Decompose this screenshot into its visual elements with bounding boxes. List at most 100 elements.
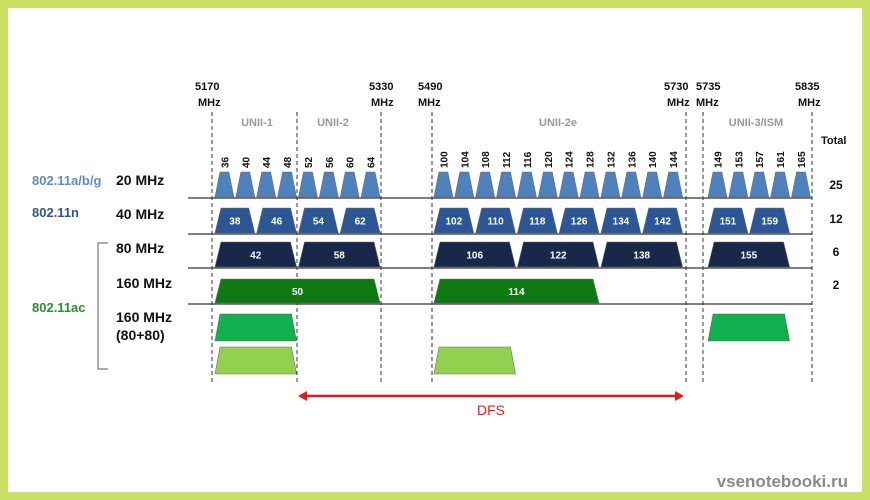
channel-number-20: 44: [262, 156, 273, 168]
freq-5835: 5835: [795, 81, 819, 93]
channel-80plus80-segment-42: [214, 346, 297, 375]
total-160: 2: [833, 278, 840, 292]
channel-number-20: 60: [346, 156, 357, 168]
channel-40-110: [475, 207, 516, 234]
standard-label-ac: 802.11ac: [32, 300, 86, 315]
channel-20-124: [558, 171, 579, 198]
channel-80-58: [298, 241, 381, 268]
channel-number-80: 58: [334, 251, 346, 262]
standard-label-abg: 802.11a/b/g: [32, 173, 101, 188]
channel-20-149: [707, 171, 728, 198]
channel-number-20: 157: [755, 151, 766, 168]
channel-40-102: [433, 207, 475, 234]
channel-number-20: 124: [565, 151, 576, 168]
channel-80plus80-segment-42: [214, 313, 297, 342]
channel-number-20: 48: [283, 156, 294, 168]
channel-40-46: [256, 207, 297, 234]
channel-number-40: 118: [529, 217, 546, 228]
channel-number-20: 104: [460, 151, 471, 168]
freq-5730-unit: MHz: [667, 97, 690, 109]
freq-5835-unit: MHz: [798, 97, 821, 109]
channel-number-20: 136: [627, 151, 638, 168]
freq-5170: 5170: [195, 81, 219, 93]
row-label-40: 40 MHz: [116, 206, 164, 222]
total-header: Total: [821, 135, 846, 147]
channel-40-126: [558, 207, 600, 234]
channel-number-20: 100: [439, 151, 450, 168]
channel-number-20: 149: [713, 151, 724, 168]
channel-40-54: [298, 207, 339, 234]
ac-bracket: [97, 242, 108, 370]
channel-number-20: 165: [797, 151, 808, 168]
total-20: 25: [829, 178, 843, 192]
band-unii-2: UNII-2: [317, 117, 349, 129]
channel-number-20: 36: [220, 156, 231, 168]
channel-number-40: 46: [271, 217, 283, 228]
channel-number-20: 108: [481, 151, 492, 168]
band-unii-3-ism: UNII-3/ISM: [729, 117, 783, 129]
row-label-80: 80 MHz: [116, 240, 164, 256]
channel-20-100: [433, 171, 454, 198]
channel-20-56: [319, 171, 339, 198]
channel-number-80: 155: [740, 251, 757, 262]
channel-40-38: [214, 207, 256, 234]
channel-number-40: 110: [488, 217, 505, 228]
channel-number-80: 42: [250, 251, 262, 262]
channel-20-116: [517, 171, 537, 198]
channel-20-157: [749, 171, 770, 198]
channel-number-20: 161: [776, 151, 787, 168]
channel-number-80: 138: [633, 251, 650, 262]
channel-20-132: [600, 171, 621, 198]
freq-5330-unit: MHz: [371, 97, 394, 109]
row-label-20: 20 MHz: [116, 172, 164, 188]
channel-20-64: [360, 171, 381, 198]
channel-number-20: 116: [523, 151, 534, 168]
channel-number-20: 132: [606, 151, 617, 168]
total-80: 6: [833, 245, 840, 259]
channel-40-159: [749, 207, 790, 234]
channel-number-20: 64: [367, 156, 378, 168]
channel-number-40: 102: [445, 217, 462, 228]
channel-40-142: [642, 207, 683, 234]
freq-5735: 5735: [696, 81, 720, 93]
channel-40-118: [517, 207, 558, 234]
channel-20-165: [791, 171, 811, 198]
freq-5490: 5490: [418, 81, 442, 93]
channel-number-160: 50: [292, 287, 304, 298]
channel-number-40: 38: [229, 217, 241, 228]
channel-number-40: 126: [571, 217, 588, 228]
channel-20-128: [579, 171, 600, 198]
channel-number-20: 144: [669, 151, 680, 168]
channel-number-20: 153: [734, 151, 745, 168]
channel-80-106: [433, 241, 516, 268]
channel-80-138: [600, 241, 683, 268]
row-label-160: 160 MHz: [116, 275, 172, 291]
freq-5735-unit: MHz: [696, 97, 719, 109]
channel-20-44: [256, 171, 276, 198]
channel-80plus80-segment-106: [433, 346, 516, 375]
total-40: 12: [829, 212, 843, 226]
row-label-8080: 160 MHz: [116, 309, 172, 325]
dfs-label: DFS: [477, 402, 505, 418]
standard-label-n: 802.11n: [32, 205, 79, 220]
channel-number-20: 52: [304, 156, 315, 168]
channel-80plus80-segment-155: [707, 313, 790, 342]
dfs-arrow-right-head: [675, 391, 684, 401]
channel-number-20: 56: [325, 156, 336, 168]
channel-80-42: [214, 241, 297, 268]
channel-number-20: 120: [544, 151, 555, 168]
channel-20-112: [496, 171, 516, 198]
channel-80-155: [707, 241, 790, 268]
row-label-8080-sub: (80+80): [116, 327, 165, 343]
channel-20-60: [339, 171, 360, 198]
channel-20-48: [277, 171, 297, 198]
channel-20-120: [537, 171, 558, 198]
channel-40-62: [339, 207, 381, 234]
channel-160-114: [433, 278, 600, 304]
dfs-arrow-left-head: [298, 391, 307, 401]
channel-number-80: 106: [466, 251, 483, 262]
channel-number-40: 62: [355, 217, 367, 228]
channel-40-151: [707, 207, 749, 234]
channel-80-122: [517, 241, 600, 268]
